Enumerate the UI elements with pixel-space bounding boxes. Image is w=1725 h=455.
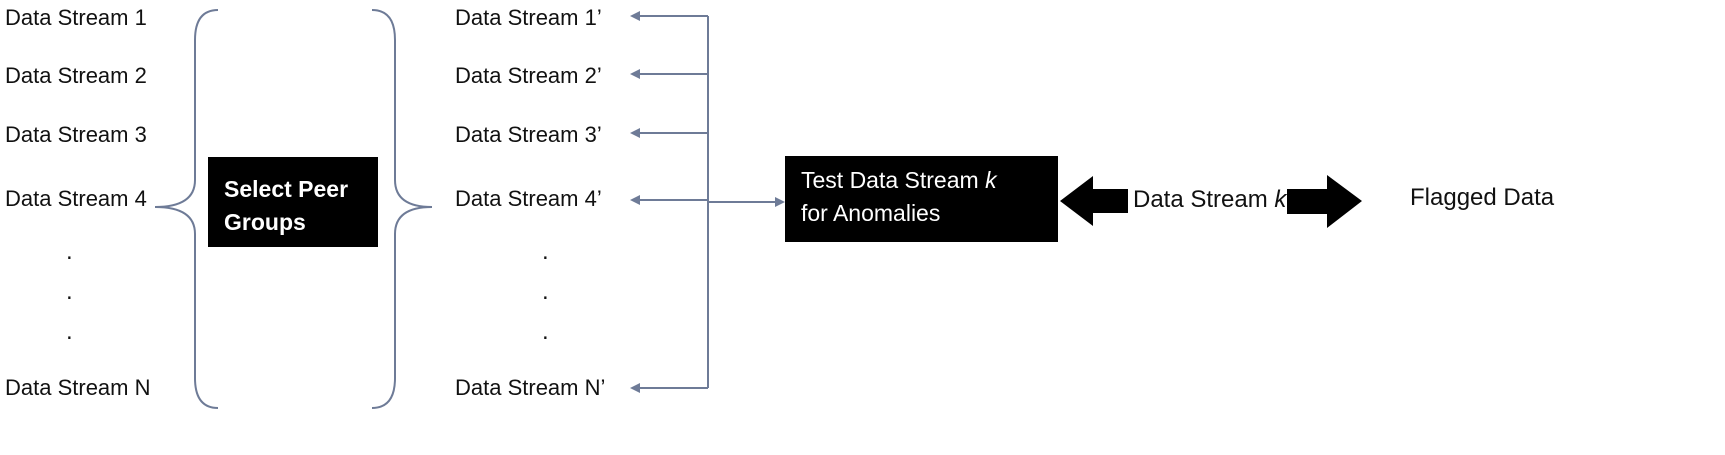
output-stream-2: Data Stream 2’ (455, 63, 602, 88)
data-stream-k-variable: k (1274, 186, 1287, 213)
right-brace (371, 9, 433, 409)
test-box-line2: for Anomalies (801, 200, 941, 226)
output-stream-1: Data Stream 1’ (455, 5, 602, 30)
input-ellipsis-dot: . (66, 238, 73, 265)
thick-left-arrow (1060, 176, 1128, 226)
output-stream-3: Data Stream 3’ (455, 122, 602, 147)
thick-right-arrow (1287, 175, 1362, 228)
output-ellipsis-dot: . (542, 278, 549, 305)
flagged-data-label: Flagged Data (1410, 184, 1555, 211)
input-stream-2: Data Stream 2 (5, 63, 147, 88)
input-stream-1: Data Stream 1 (5, 5, 147, 30)
left-brace (154, 9, 219, 409)
select-peer-groups-box: Select Peer Groups (208, 157, 378, 247)
input-ellipsis-dot: . (66, 278, 73, 305)
test-data-stream-box: Test Data Stream k for Anomalies (785, 156, 1058, 242)
test-box-variable: k (985, 167, 997, 193)
data-stream-k-label: Data Stream k (1133, 185, 1286, 215)
test-box-line1: Test Data Stream k (801, 164, 1058, 197)
input-stream-4: Data Stream 4 (5, 186, 147, 211)
output-ellipsis-dot: . (542, 318, 549, 345)
output-stream-4: Data Stream 4’ (455, 186, 602, 211)
data-stream-k-prefix: Data Stream (1133, 186, 1275, 213)
output-stream-n: Data Stream N’ (455, 375, 606, 400)
select-peer-groups-line1: Select Peer (224, 176, 349, 202)
input-stream-3: Data Stream 3 (5, 122, 147, 147)
input-stream-n: Data Stream N (5, 375, 151, 400)
select-peer-groups-line2: Groups (224, 209, 306, 235)
test-box-prefix: Test Data Stream (801, 167, 986, 193)
output-ellipsis-dot: . (542, 238, 549, 265)
input-ellipsis-dot: . (66, 318, 73, 345)
